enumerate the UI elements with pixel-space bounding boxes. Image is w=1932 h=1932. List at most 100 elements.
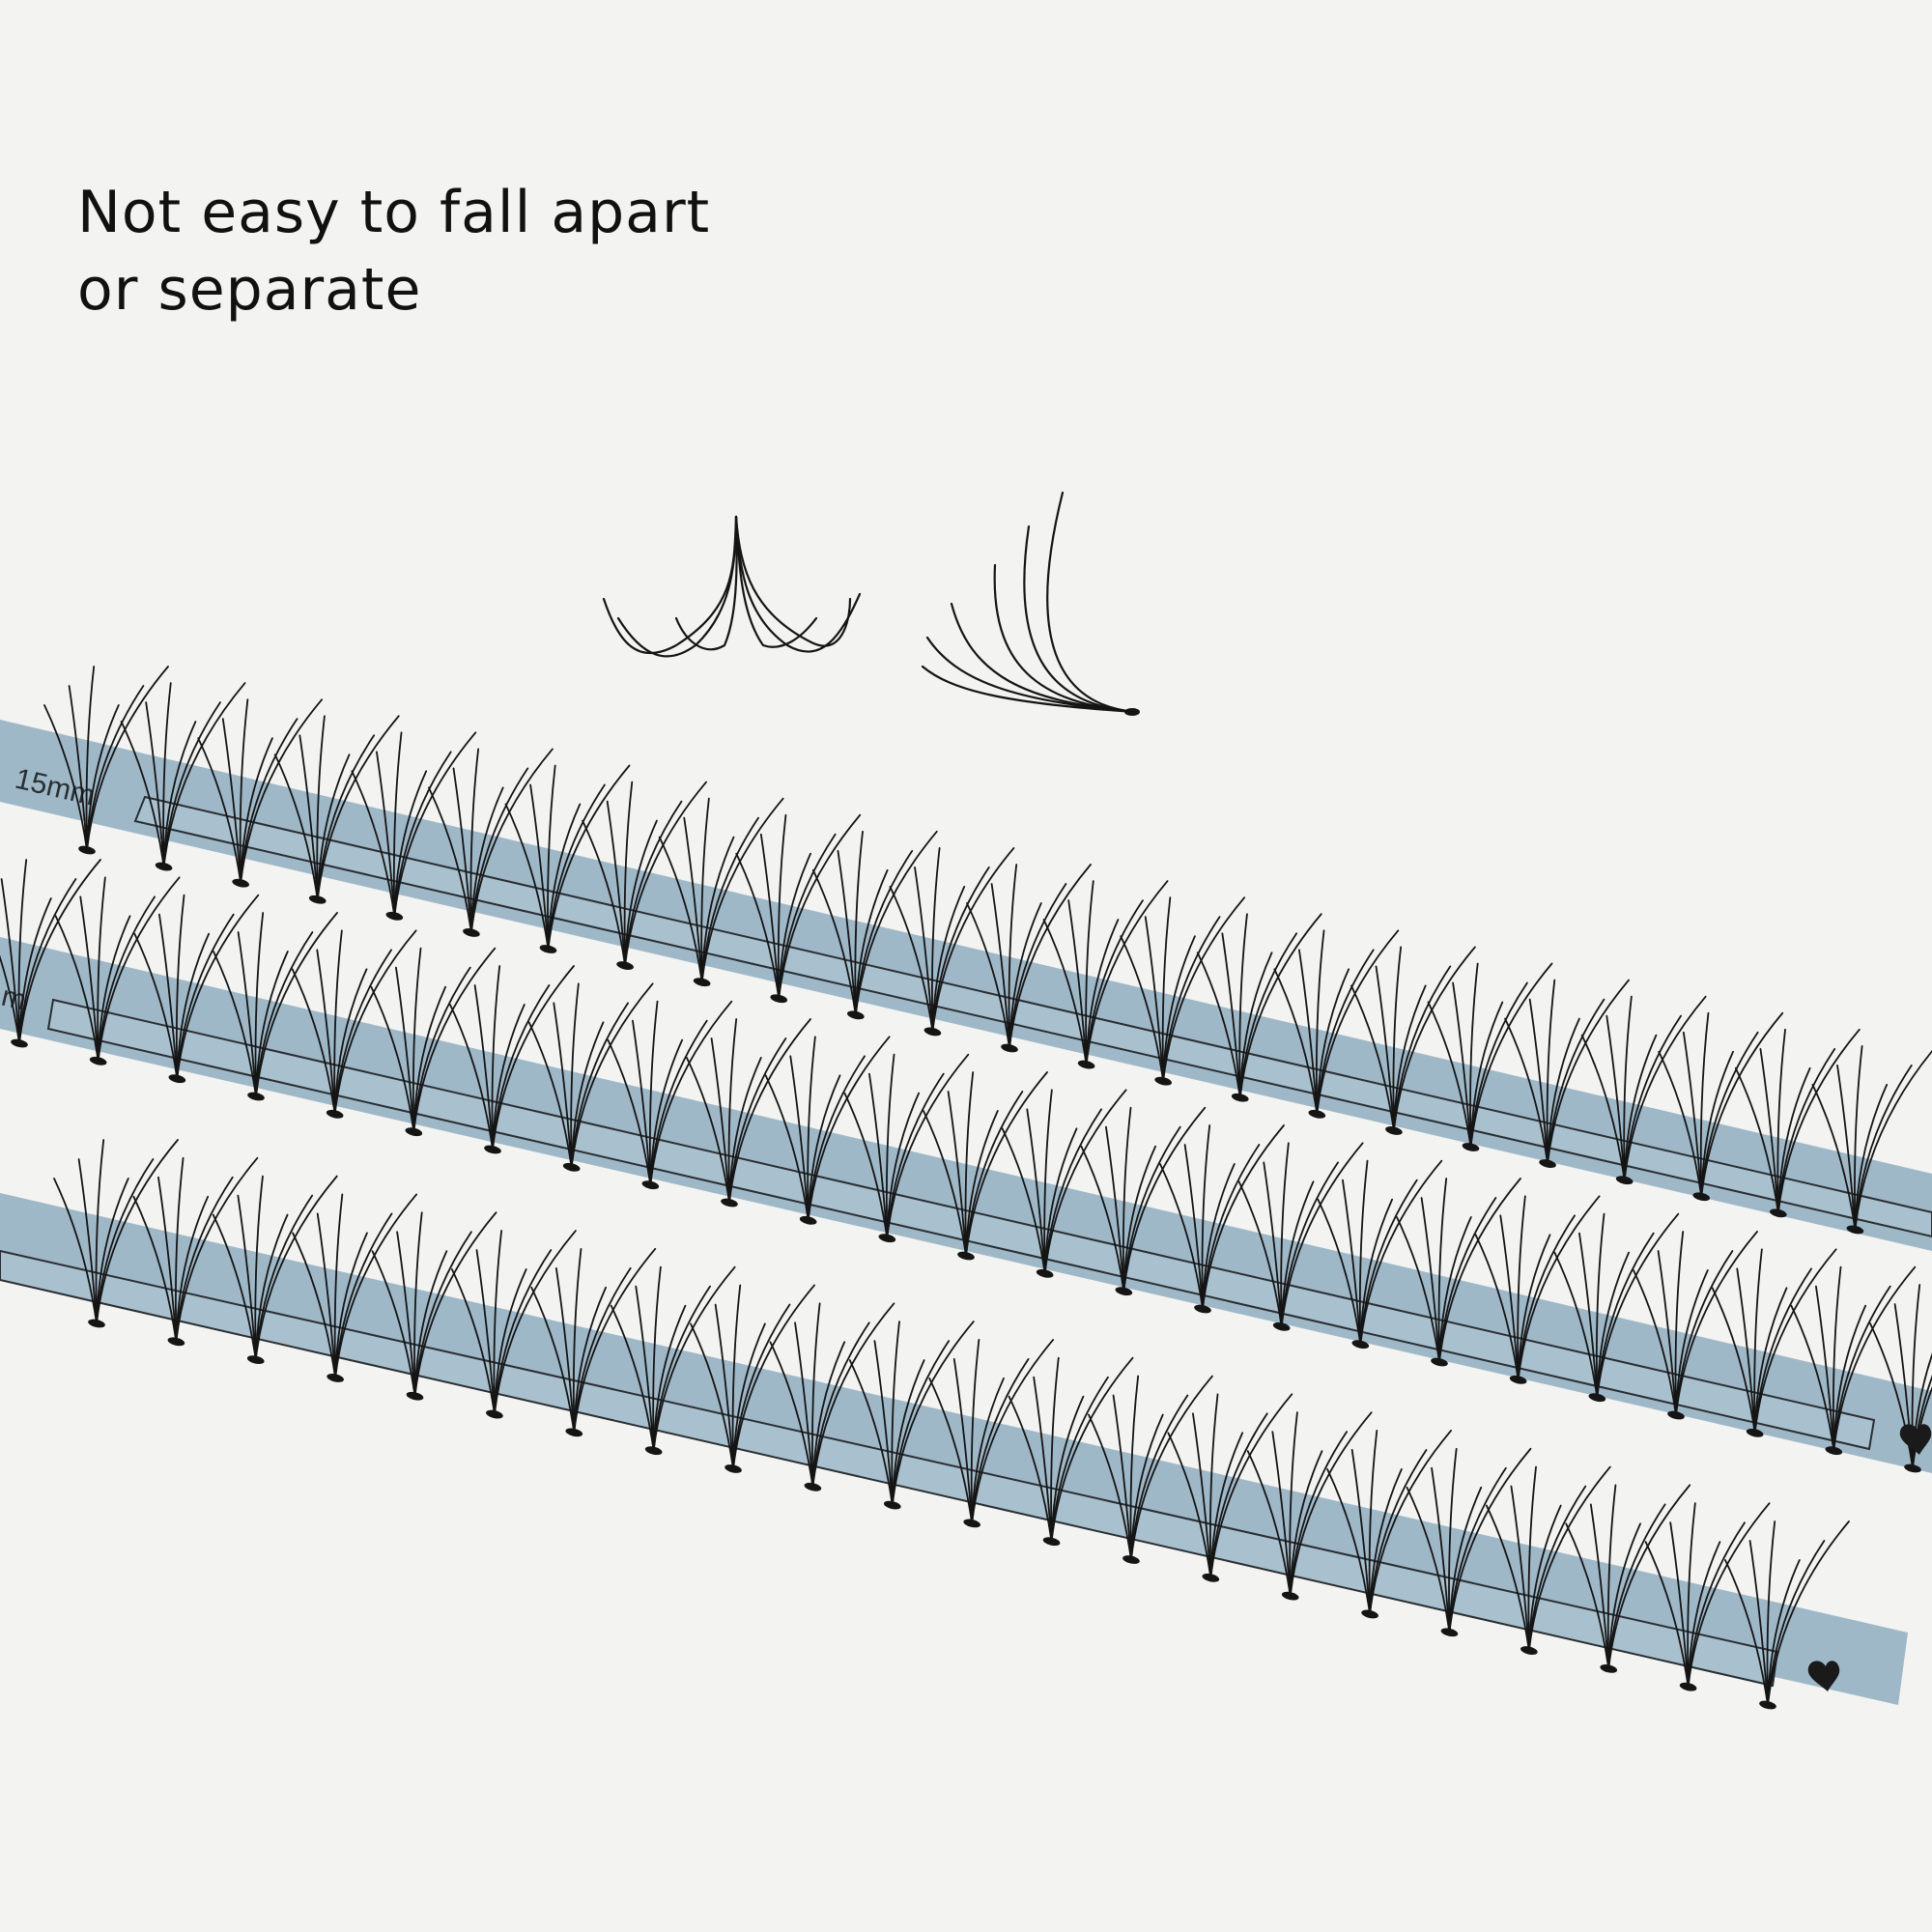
lash-fiber — [1144, 916, 1165, 1083]
lash-fiber — [714, 1303, 734, 1470]
lash-fiber — [316, 1212, 337, 1379]
lash-cluster-base — [1272, 1321, 1291, 1331]
lash-cluster-base — [405, 1127, 423, 1137]
lash-fiber — [162, 682, 246, 867]
lash-fiber — [428, 786, 472, 934]
lash-fiber — [777, 813, 787, 1000]
lash-fiber — [1687, 1502, 1771, 1689]
lash-cluster-base — [770, 994, 788, 1004]
lash-fiber — [889, 886, 934, 1033]
lash-fiber — [964, 1071, 975, 1257]
lash-fiber — [1510, 1485, 1530, 1652]
lash-cluster — [371, 1211, 497, 1401]
lash-cluster-base — [89, 1056, 107, 1065]
lash-fiber — [1832, 1265, 1842, 1452]
lash-strip-1: 15mm — [0, 666, 1932, 1251]
lash-fiber — [843, 1092, 889, 1239]
lash-fiber — [1657, 1250, 1677, 1416]
lash-cluster — [735, 813, 862, 1004]
lash-fiber — [1669, 1521, 1690, 1689]
lash-cluster — [1273, 929, 1400, 1119]
lash-cluster-base — [1001, 1043, 1018, 1053]
lash-fiber — [470, 786, 504, 934]
lash-fiber — [931, 847, 1015, 1033]
lash-fiber — [240, 698, 324, 885]
lash-fiber — [1517, 1195, 1601, 1381]
lash-fiber — [807, 1074, 841, 1222]
lash-cluster — [966, 864, 1092, 1053]
lash-fiber — [1289, 1411, 1298, 1598]
lash-fiber — [120, 721, 165, 867]
lash-fiber — [529, 783, 550, 951]
lash-fiber — [1854, 1045, 1863, 1231]
lash-fiber — [1238, 913, 1248, 1099]
lash-fiber — [0, 954, 20, 1044]
lash-cluster-base — [1154, 1076, 1172, 1086]
lash-cluster — [1001, 1089, 1127, 1278]
lash-cluster-base — [88, 1319, 105, 1328]
lash-fiber — [176, 932, 211, 1080]
lash-cluster — [686, 1018, 811, 1208]
lash-fiber — [1289, 1411, 1373, 1598]
lash-fiber — [728, 1018, 811, 1204]
lash-cluster — [351, 731, 477, 921]
lash-cluster — [610, 1265, 736, 1456]
lash-fiber — [573, 1286, 607, 1434]
lash-fiber — [1369, 1468, 1403, 1615]
lash-fiber — [18, 897, 52, 1044]
lash-cluster — [213, 912, 338, 1101]
lash-fiber — [732, 1322, 766, 1470]
lash-fiber — [891, 1359, 925, 1506]
lash-fiber — [1237, 1180, 1283, 1328]
lash-fiber — [1644, 1541, 1690, 1689]
lash-fiber — [255, 912, 338, 1097]
lash-fiber — [17, 859, 28, 1044]
lash-fiber — [1836, 1065, 1857, 1231]
lash-cluster-base — [1759, 1700, 1776, 1710]
lash-cluster — [273, 715, 400, 904]
lash-cluster — [504, 764, 631, 953]
lash-fiber — [351, 770, 396, 918]
lash-fiber — [1120, 935, 1165, 1083]
lash-fiber — [1431, 1466, 1451, 1634]
lash-fiber — [735, 852, 781, 1000]
lash-cluster — [889, 847, 1015, 1037]
lash-fiber — [1162, 896, 1246, 1083]
lash-fiber — [145, 701, 165, 867]
lash-cluster — [1042, 880, 1169, 1069]
lash-fiber — [1474, 1234, 1520, 1381]
lash-fiber — [527, 1021, 573, 1169]
lash-fiber — [492, 965, 575, 1151]
lash-fiber — [1912, 1351, 1932, 1469]
lash-fiber — [1606, 1484, 1617, 1670]
lash-fiber — [965, 1110, 999, 1257]
lash-fiber — [886, 1092, 921, 1239]
lash-cluster — [1724, 1520, 1850, 1710]
lash-fiber — [1112, 1394, 1132, 1561]
lash-fiber — [811, 1341, 846, 1489]
lash-fiber — [213, 951, 257, 1097]
lash-cluster — [133, 894, 260, 1084]
lash-fiber — [240, 737, 273, 885]
lash-cluster — [1167, 1393, 1293, 1582]
lash-fiber — [239, 698, 249, 885]
lash-fiber — [1776, 1028, 1861, 1214]
lash-fiber — [1289, 1450, 1323, 1598]
lash-fiber — [1238, 913, 1322, 1099]
lash-fiber — [79, 895, 99, 1063]
lash-fiber — [891, 1321, 900, 1506]
lash-fiber — [1368, 1430, 1378, 1615]
lash-fiber — [732, 1284, 815, 1470]
lash-fiber — [449, 1004, 494, 1151]
lash-fiber — [971, 1378, 1005, 1524]
lash-fiber — [1854, 1049, 1932, 1231]
lash-fiber — [1088, 1413, 1132, 1561]
lash-cluster — [53, 1139, 179, 1328]
lash-fiber — [947, 1091, 967, 1257]
lash-cluster — [690, 1284, 815, 1473]
lash-fiber — [1517, 1195, 1526, 1381]
lash-cluster — [291, 929, 417, 1119]
lash-fiber — [333, 929, 343, 1116]
lash-fiber — [1316, 968, 1350, 1116]
